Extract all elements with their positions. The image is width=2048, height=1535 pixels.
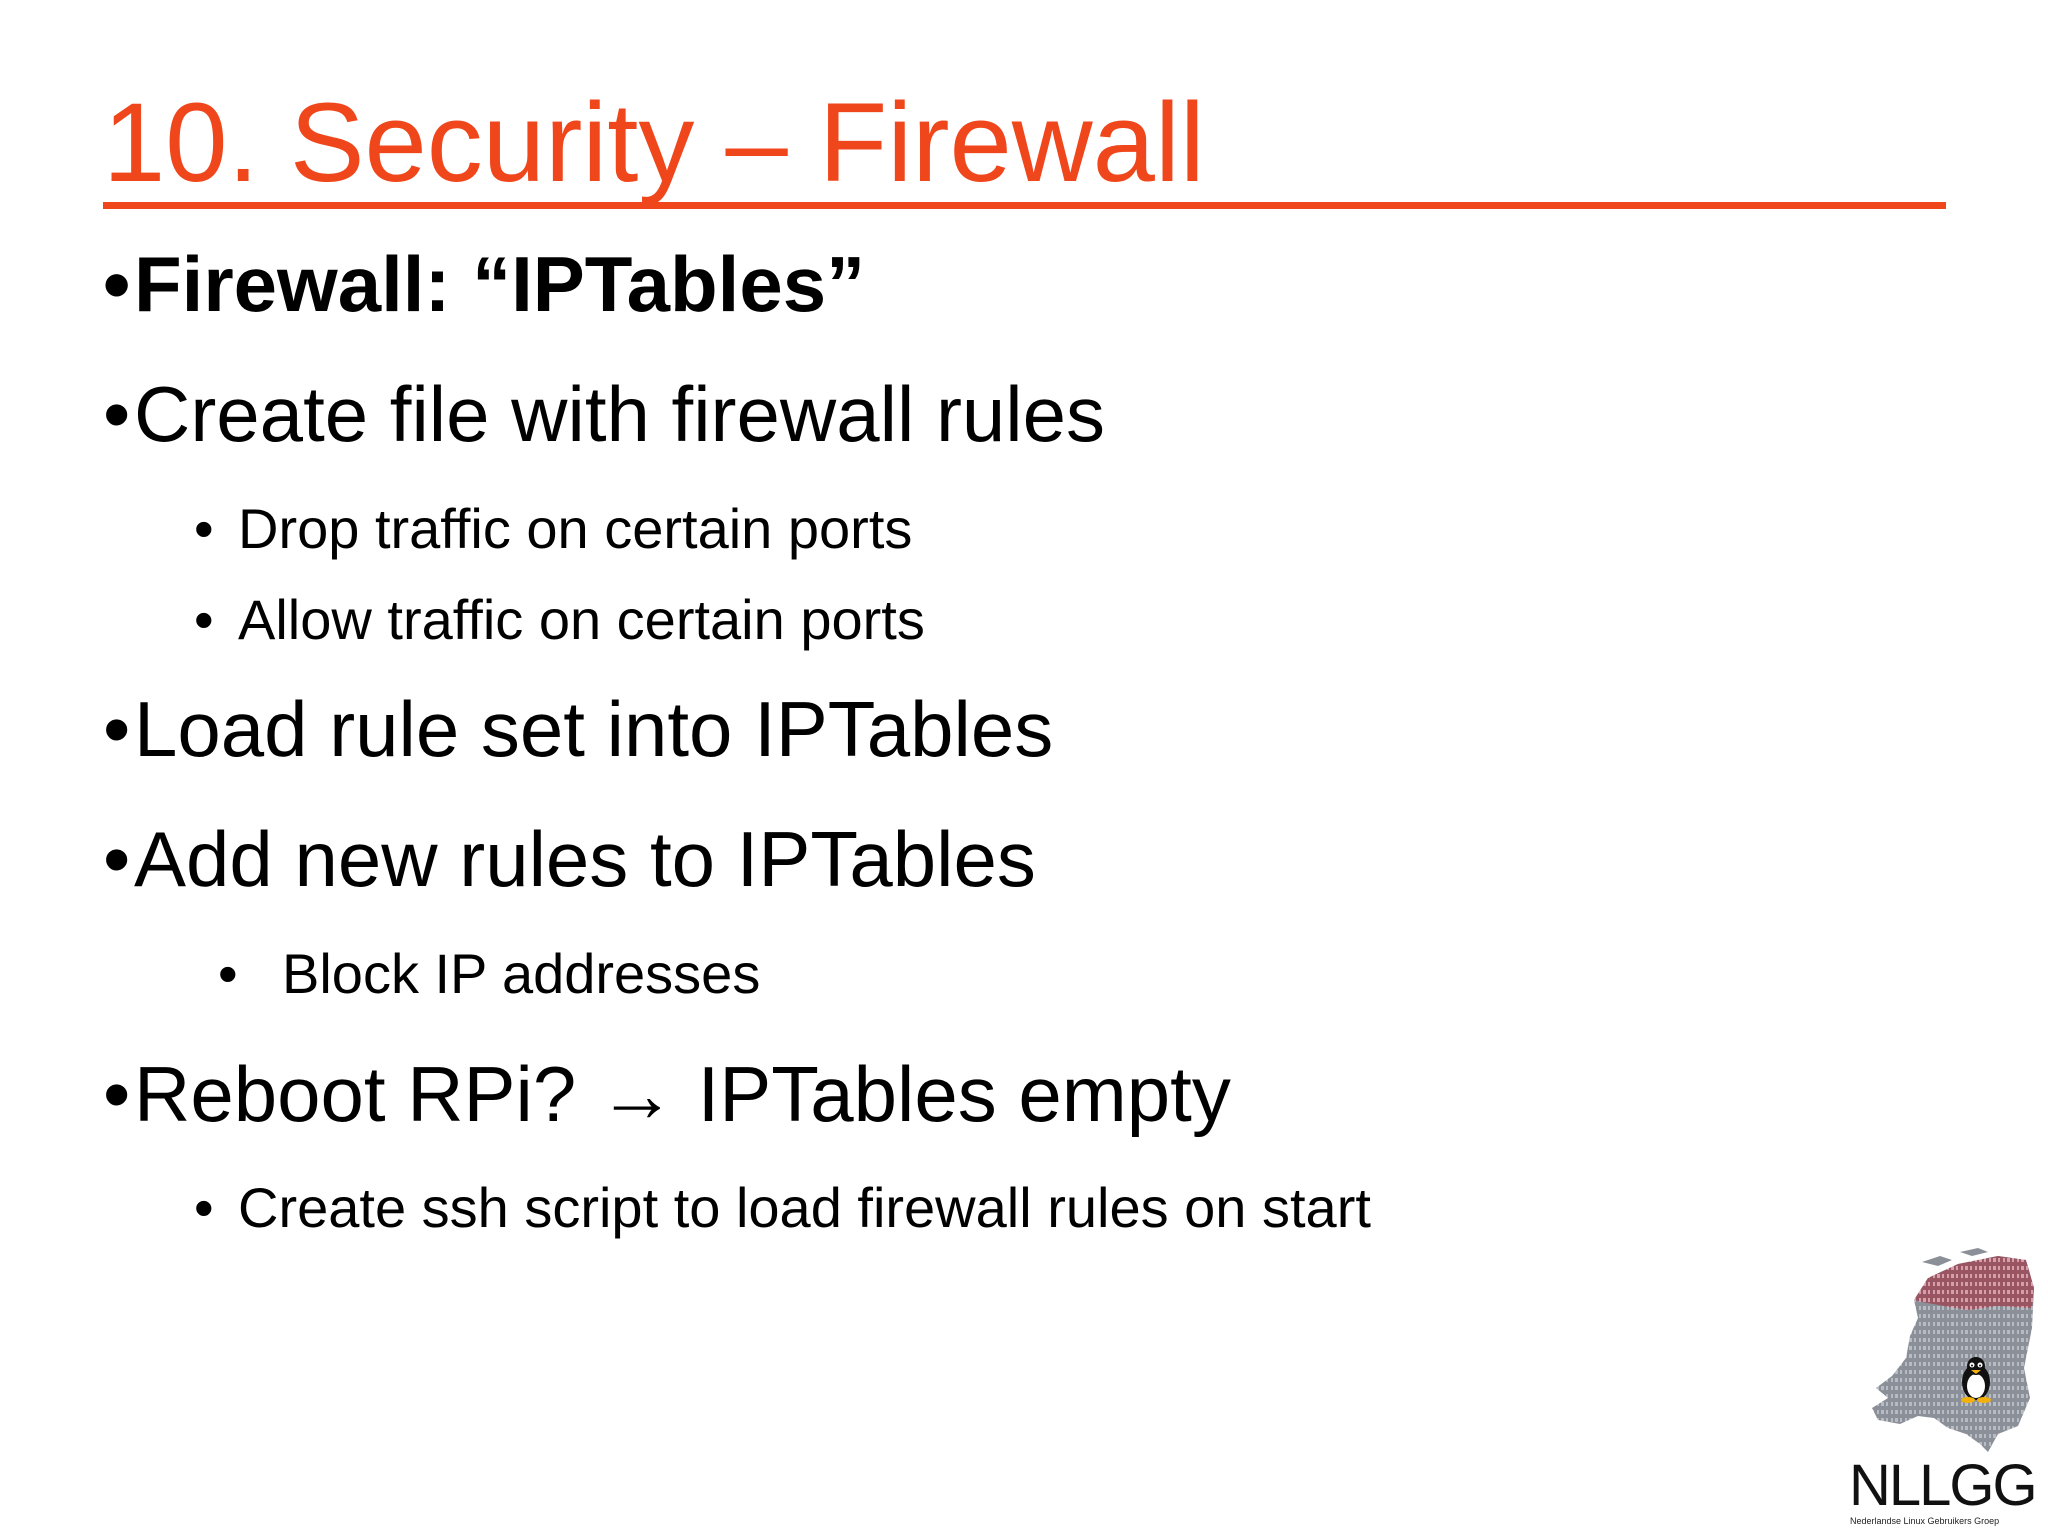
bullet-text: Reboot RPi? → IPTables empty [134,1050,1231,1138]
bullet-text: Create ssh script to load firewall rules… [238,1176,1371,1239]
bullet-load-rule-set: •Load rule set into IPTables [103,683,1053,775]
bullet-create-file: •Create file with firewall rules [103,368,1105,460]
bullet-marker: • [194,1176,214,1239]
bullet-marker: • [103,370,131,458]
bullet-text: Firewall: “IPTables” [134,240,866,328]
bullet-text: Drop traffic on certain ports [238,497,913,560]
logo-wordmark: NLLGG [1849,1453,2038,1518]
netherlands-map-tux-icon [1872,1248,2034,1452]
bullet-marker: • [103,240,131,328]
bullet-firewall-iptables: •Firewall: “IPTables” [103,238,865,330]
logo-subtitle: Nederlandse Linux Gebruikers Groep [1850,1516,2000,1526]
bullet-text: Load rule set into IPTables [134,685,1054,773]
bullet-marker: • [194,497,214,560]
sub-bullet-create-ssh-script: • Create ssh script to load firewall rule… [194,1175,1371,1241]
bullet-marker: • [103,685,131,773]
bullet-marker: • [194,588,214,651]
title-underline [103,202,1946,209]
bullet-marker: • [103,815,131,903]
bullet-reboot-rpi: •Reboot RPi? → IPTables empty [103,1048,1231,1140]
sub-bullet-drop-traffic: • Drop traffic on certain ports [194,496,912,562]
bullet-text: Add new rules to IPTables [134,815,1036,903]
bullet-text: Allow traffic on certain ports [238,588,925,651]
slide-title: 10. Security – Firewall [103,80,1205,205]
bullet-text: Block IP addresses [282,942,761,1005]
bullet-marker: • [103,1050,131,1138]
bullet-marker: • [218,942,238,1005]
bullet-text: Create file with firewall rules [134,370,1106,458]
sub-bullet-allow-traffic: • Allow traffic on certain ports [194,587,925,653]
bullet-add-new-rules: •Add new rules to IPTables [103,813,1036,905]
sub-bullet-block-ip: • Block IP addresses [218,941,760,1007]
